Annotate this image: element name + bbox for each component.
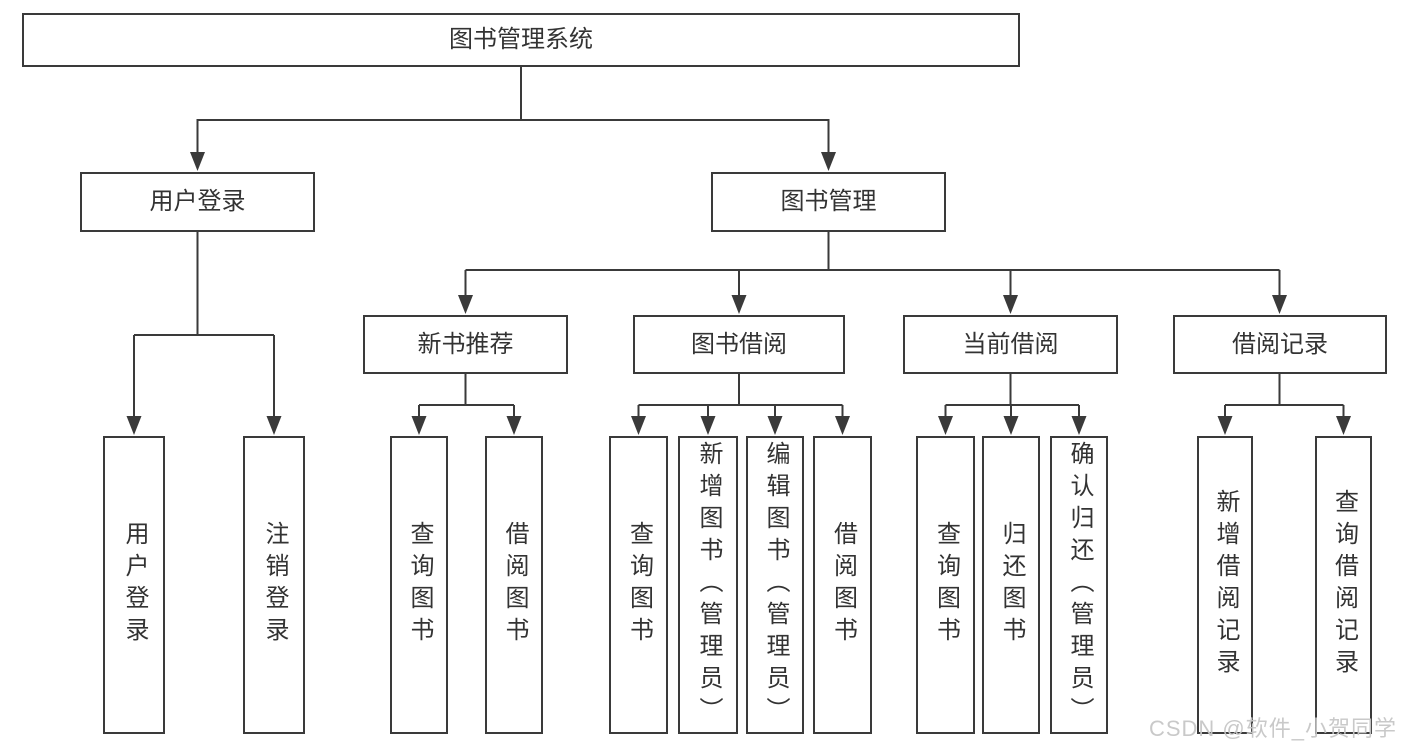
leaf-query-borrow-record: 查询借阅记录 xyxy=(1315,436,1372,734)
node-new-book-recommendation: 新书推荐 xyxy=(363,315,568,374)
node-book-management: 图书管理 xyxy=(711,172,946,232)
leaf-borrow-books-recommendation: 借阅图书 xyxy=(485,436,543,734)
leaf-return-books: 归还图书 xyxy=(982,436,1040,734)
leaf-query-books-borrowing: 查询图书 xyxy=(609,436,668,734)
node-library-management-system: 图书管理系统 xyxy=(22,13,1020,67)
leaf-borrow-books: 借阅图书 xyxy=(813,436,872,734)
node-book-borrowing: 图书借阅 xyxy=(633,315,845,374)
leaf-query-books-recommendation: 查询图书 xyxy=(390,436,448,734)
node-current-borrowing: 当前借阅 xyxy=(903,315,1118,374)
leaf-add-borrow-record: 新增借阅记录 xyxy=(1197,436,1253,734)
leaf-user-login: 用户登录 xyxy=(103,436,165,734)
node-borrowing-records: 借阅记录 xyxy=(1173,315,1387,374)
node-user-login: 用户登录 xyxy=(80,172,315,232)
leaf-confirm-return-admin: 确认归还（管理员） xyxy=(1050,436,1108,734)
csdn-watermark: CSDN @软件_小贺同学 xyxy=(1148,716,1397,741)
leaf-query-books-current: 查询图书 xyxy=(916,436,975,734)
leaf-edit-books-admin: 编辑图书（管理员） xyxy=(746,436,804,734)
leaf-logout-login: 注销登录 xyxy=(243,436,305,734)
leaf-add-books-admin: 新增图书（管理员） xyxy=(678,436,738,734)
